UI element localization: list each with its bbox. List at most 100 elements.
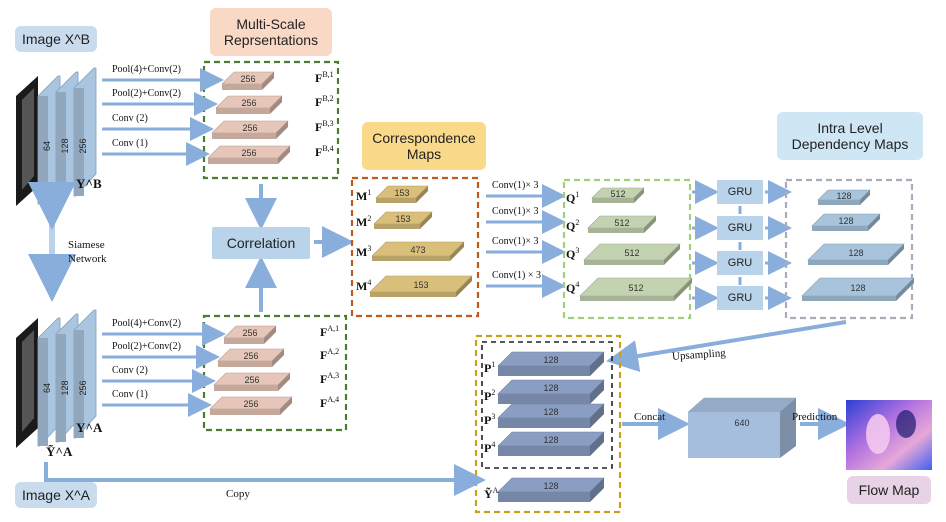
q-map-1-value: 512 [610, 189, 625, 199]
flow-map-figure-2 [896, 410, 916, 438]
feature-a-label-2-sup: A,2 [327, 347, 340, 356]
backbone-b-channel-label: 128 [60, 138, 70, 153]
concat-block-top [687, 397, 797, 413]
copy-label: Copy [226, 488, 250, 500]
feature-a-label-4: FA,4 [320, 395, 339, 411]
gru-block: GRU [717, 180, 763, 204]
gru-text: GRU [727, 222, 753, 234]
op-label-b-3: Conv (2) [112, 113, 148, 124]
feature-b-label-3-main: F [315, 120, 323, 134]
q-map-label-3-sup: 3 [575, 246, 580, 255]
feature-a-4-front [210, 409, 280, 415]
dep-map-1-front [818, 200, 860, 205]
feature-b-label-2-main: F [315, 95, 323, 109]
q-map-4-value: 512 [628, 283, 643, 293]
feature-a-4-side [280, 397, 292, 415]
feature-a-label-3: FA,3 [320, 371, 339, 387]
feature-a-1-value: 256 [242, 328, 257, 338]
p-map-label-1: P1 [484, 360, 495, 376]
p-map-2-front [498, 394, 590, 404]
q-map-label-1-main: Q [566, 191, 576, 205]
q-map-label-2: Q2 [566, 218, 579, 234]
p-map-label-2-sup: 2 [491, 388, 496, 397]
backbone-a-layer-front [56, 334, 66, 442]
op-label-a-4: Conv (1) [112, 389, 148, 400]
siamese-label: Siamese Network [68, 238, 107, 266]
feature-a-label-4-main: F [320, 396, 328, 410]
backbone-b-channel-label: 256 [78, 138, 88, 153]
feature-b-1-front [222, 84, 262, 90]
p-map-1-value: 128 [543, 355, 558, 365]
gru-text: GRU [727, 292, 753, 304]
backbone-a-copy-label: Ỹ^A [46, 444, 73, 459]
p-outer-border [474, 334, 622, 514]
backbone-a-channel-label: 64 [42, 383, 52, 393]
feature-b-label-4-sup: B,4 [322, 144, 334, 153]
corr-map-2-value: 153 [395, 214, 410, 224]
corr-map-3-side [450, 242, 464, 261]
corr-map-4-front [370, 292, 456, 297]
correspondence-title-line1: Correspondence [372, 130, 476, 146]
siamese-label-line2: Network [68, 253, 107, 265]
corr-map-3-front [372, 256, 450, 261]
gru-block: GRU [717, 216, 763, 240]
feature-b-4-front [208, 158, 278, 164]
q-map-3-front [584, 260, 664, 265]
p-map-label-1-sup: 1 [491, 360, 496, 369]
concat-label: Concat [634, 411, 666, 423]
multiscale-title: Multi-Scale Reprsentations [210, 8, 332, 56]
corr-map-label-2-main: M [356, 215, 368, 229]
backbone-a-output-label: Y^A [76, 420, 103, 435]
feature-a-1-side [264, 326, 276, 344]
q-map-2-side [644, 216, 656, 233]
feature-b-2-front [216, 108, 270, 114]
feature-b-label-1: FB,1 [315, 70, 334, 86]
gru-text: GRU [727, 257, 753, 269]
feature-a-label-2-main: F [320, 348, 328, 362]
multiscale-title-line1: Multi-Scale [236, 16, 306, 32]
feature-b-label-1-main: F [315, 71, 323, 85]
q-map-3-side [664, 244, 680, 265]
q-map-4-front [580, 296, 674, 301]
backbone-a-channel-label: 256 [78, 380, 88, 395]
feature-a-2-side [272, 349, 284, 367]
p-map-label-4-main: P [484, 441, 492, 455]
dep-map-4-side [896, 278, 914, 301]
feature-a-label-1: FA,1 [320, 324, 339, 340]
dep-map-3-side [888, 244, 904, 265]
q-map-label-4-sup: 4 [575, 280, 580, 289]
correlation-text: Correlation [226, 235, 296, 251]
corr-map-4-side [456, 276, 472, 297]
backbone-a-image-detail [22, 330, 34, 432]
dep-map-3-value: 128 [848, 248, 863, 258]
concat-block-side [780, 398, 796, 458]
feature-b-label-4: FB,4 [315, 144, 334, 160]
p-map-2-value: 128 [543, 383, 558, 393]
p-map-label-3-main: P [484, 413, 492, 427]
upsampling-arrow [606, 320, 847, 372]
conv-label-4: Conv(1) × 3 [492, 270, 541, 281]
p-map-1-front [498, 366, 590, 376]
q-map-label-3: Q3 [566, 246, 579, 262]
op-label-a-2: Pool(2)+Conv(2) [112, 341, 181, 352]
backbone-b-layer-front [38, 96, 48, 204]
feature-b-label-2-sup: B,2 [322, 94, 334, 103]
q-map-label-4: Q4 [566, 280, 579, 296]
corr-map-1-value: 153 [394, 188, 409, 198]
gru-block: GRU [717, 286, 763, 310]
feature-b-label-4-main: F [315, 145, 323, 159]
intra-title-line1: Intra Level [817, 120, 883, 136]
feature-b-label-1-sup: B,1 [322, 70, 334, 79]
q-map-1-front [592, 198, 634, 203]
y-tilde-map-side [590, 478, 604, 502]
p-map-4-side [590, 432, 604, 456]
feature-a-2-value: 256 [243, 351, 258, 361]
p-map-4-value: 128 [543, 435, 558, 445]
flow-map-text: Flow Map [858, 482, 920, 498]
prediction-label: Prediction [792, 411, 838, 423]
corr-map-label-1-main: M [356, 189, 368, 203]
corr-map-label-3-main: M [356, 245, 368, 259]
corr-map-3-value: 473 [410, 245, 425, 255]
image-b-title: Image X^B [15, 26, 97, 52]
